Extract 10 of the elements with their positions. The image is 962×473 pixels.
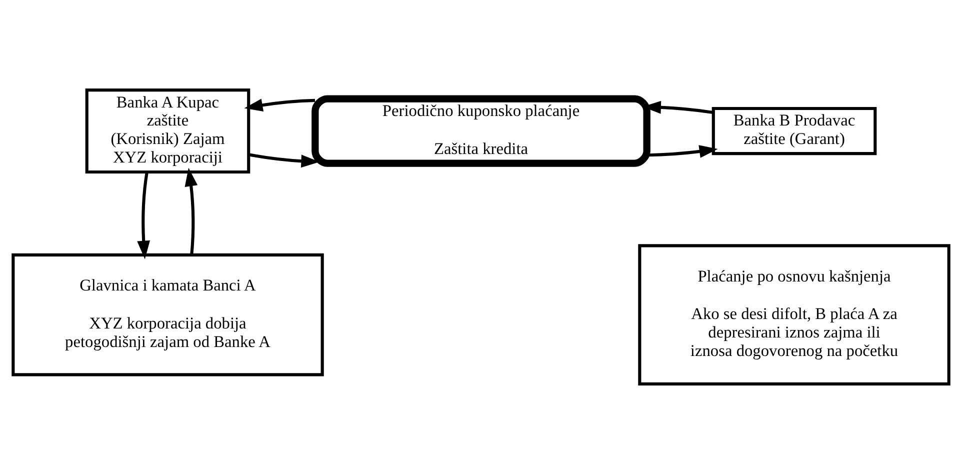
arrow [244, 98, 316, 111]
arrow [184, 167, 198, 254]
node-box: Banka B Prodavac zaštite (Garant) [712, 106, 877, 155]
node-box: Banka A Kupac zaštite (Korisnik) Zajam XYZ korporaciji [85, 88, 250, 174]
arrow [647, 144, 718, 158]
arrow [137, 172, 150, 259]
node-box: Glavnica i kamata Banci A XYZ korporacija dobija petogodišnji zajam od Banke A [12, 252, 324, 376]
arrow [248, 152, 320, 168]
node-box: Periodično kuponsko plaćanje Zaštita kredita [312, 94, 650, 166]
node-box: Plaćanje po osnovu kašnjenja Ako se desi difolt, B plaća A za depresirani iznos zajma ili iznosa dogovorenog na početku [638, 244, 950, 385]
